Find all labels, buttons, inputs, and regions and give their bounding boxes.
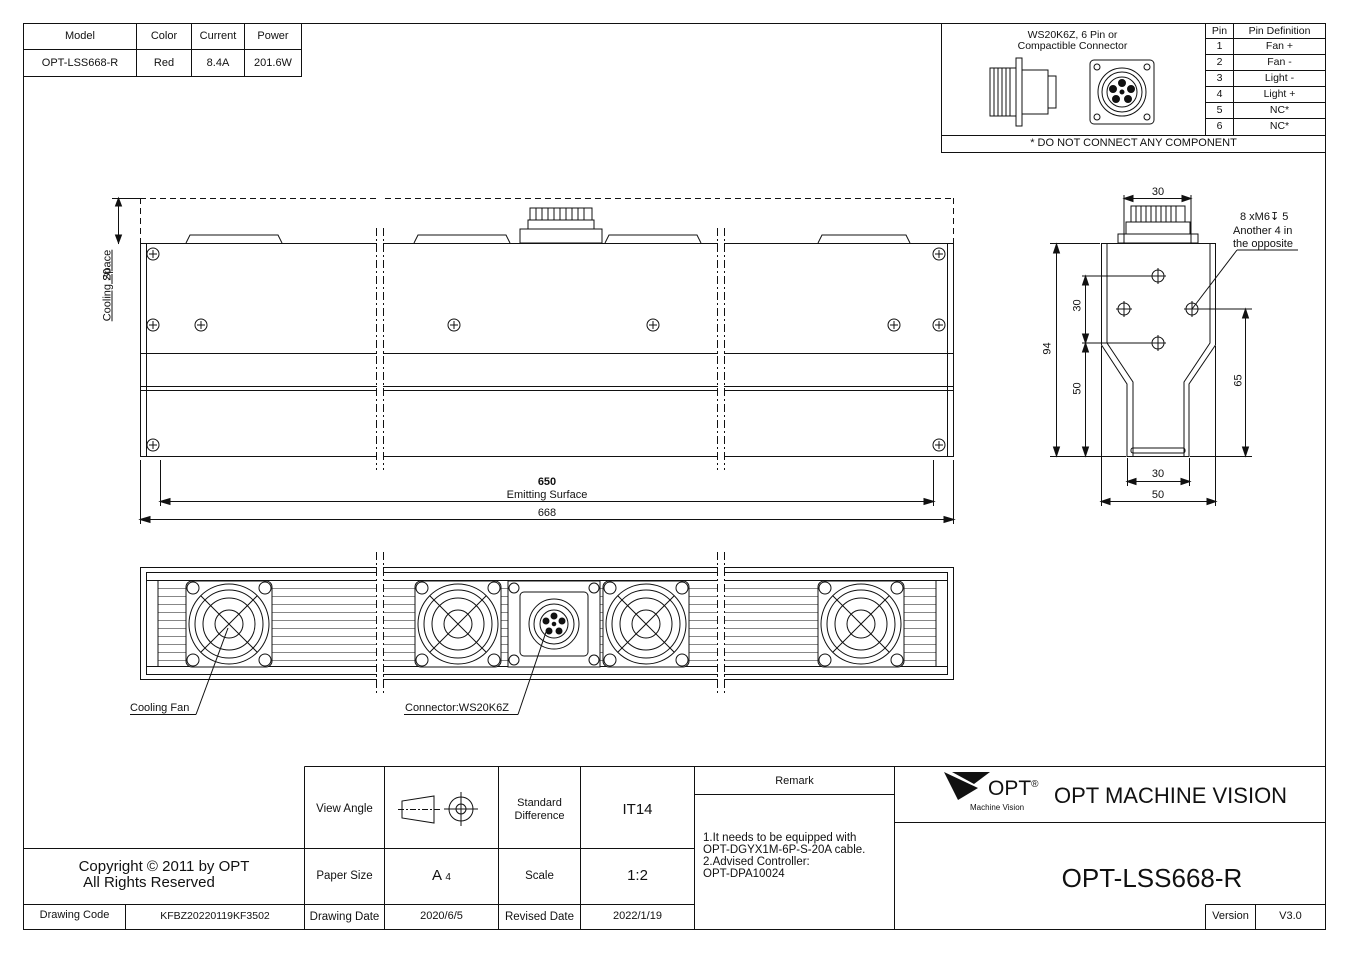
hole-note-1: 8 xM6↧ 5 bbox=[1240, 211, 1289, 223]
connector-title-1: WS20K6Z, 6 Pin or bbox=[1027, 29, 1118, 41]
pin-definition: Light + bbox=[1263, 88, 1296, 100]
pin-definition: Fan - bbox=[1267, 56, 1292, 68]
bottom-view-leaders bbox=[130, 627, 547, 715]
side-lower-height: 50 bbox=[1071, 382, 1084, 395]
brand-wordmark: OPT® bbox=[988, 777, 1039, 800]
pin-definition: NC* bbox=[1269, 104, 1290, 116]
connector-table bbox=[941, 23, 1326, 153]
spec-value-current: 8.4A bbox=[206, 57, 230, 69]
side-height-total: 94 bbox=[1041, 342, 1054, 355]
bottom-connector bbox=[507, 580, 601, 668]
drawing-code-label: Drawing Code bbox=[39, 909, 110, 921]
dim-cooling-space bbox=[112, 196, 140, 245]
pin-number: 4 bbox=[1216, 88, 1223, 100]
remark-line-2: OPT-DGYX1M-6P-S-20A cable. bbox=[703, 844, 866, 856]
paper-size-label: Paper Size bbox=[316, 870, 373, 882]
spec-table bbox=[23, 23, 302, 77]
remark-label: Remark bbox=[775, 775, 814, 787]
company-name: OPT MACHINE VISION bbox=[1054, 783, 1288, 808]
remark-line-1: 1.It needs to be equipped with bbox=[703, 832, 857, 844]
side-right-height: 65 bbox=[1232, 374, 1245, 387]
spec-header-model: Model bbox=[65, 30, 95, 42]
emitting-surface-label: Emitting Surface bbox=[506, 489, 588, 501]
spec-header-color: Color bbox=[150, 30, 178, 42]
connector-face-illustration bbox=[1089, 59, 1155, 125]
pin-definition: Fan + bbox=[1265, 40, 1294, 52]
pin-number: 2 bbox=[1216, 56, 1223, 68]
cooling-fan-label: Cooling Fan bbox=[130, 702, 190, 714]
side-bottom-outer: 50 bbox=[1151, 489, 1165, 501]
copyright-line-1: Copyright © 2011 by OPT bbox=[78, 858, 250, 875]
spec-value-power: 201.6W bbox=[254, 57, 292, 69]
third-angle-projection-symbol bbox=[398, 792, 478, 826]
hole-note-2: Another 4 in bbox=[1233, 225, 1293, 237]
side-view bbox=[1082, 195, 1298, 457]
connector-label: Connector:WS20K6Z bbox=[405, 702, 509, 714]
drawing-code: KFBZ20220119KF3502 bbox=[160, 910, 270, 922]
standard-difference-value: IT14 bbox=[622, 801, 653, 818]
copyright-line-2: All Rights Reserved bbox=[83, 874, 215, 891]
front-view bbox=[140, 198, 954, 457]
spec-value-color: Red bbox=[153, 57, 175, 69]
remark-line-3: 2.Advised Controller: bbox=[703, 856, 810, 868]
paper-size-number: 4 bbox=[445, 872, 451, 883]
drawing-date: 2020/6/5 bbox=[420, 910, 463, 922]
pin-definition: NC* bbox=[1269, 120, 1290, 132]
connector-side-illustration bbox=[989, 57, 1057, 127]
paper-size-letter: A bbox=[432, 867, 442, 884]
side-top-width: 30 bbox=[1151, 186, 1165, 198]
cooling-fan-4 bbox=[817, 580, 905, 668]
remark-line-4: OPT-DPA10024 bbox=[703, 868, 785, 880]
side-bottom-inner: 30 bbox=[1151, 468, 1165, 480]
opt-logo-mark bbox=[944, 772, 990, 800]
break-marks-bottom bbox=[376, 552, 725, 694]
version-label: Version bbox=[1212, 910, 1249, 922]
model-number: OPT-LSS668-R bbox=[1061, 863, 1243, 893]
pin-number: 1 bbox=[1216, 40, 1223, 52]
version-value: V3.0 bbox=[1279, 910, 1302, 922]
pin-header: Pin bbox=[1211, 25, 1228, 37]
pin-number: 3 bbox=[1216, 72, 1223, 84]
cooling-fan-2 bbox=[414, 580, 502, 668]
cooling-space-label: Cooling Space bbox=[101, 249, 114, 322]
hole-note-3: the opposite bbox=[1233, 238, 1293, 250]
brand-subtitle: Machine Vision bbox=[970, 803, 1025, 812]
view-angle-label: View Angle bbox=[316, 803, 373, 815]
drawing-date-label: Drawing Date bbox=[309, 911, 380, 923]
cooling-fan-1 bbox=[185, 580, 273, 668]
spec-value-model: OPT-LSS668-R bbox=[41, 57, 119, 69]
cooling-fan-3 bbox=[602, 580, 690, 668]
dim-front-width bbox=[138, 460, 956, 524]
side-view-dimensions bbox=[1050, 194, 1252, 506]
revised-date: 2022/1/19 bbox=[613, 910, 662, 922]
scale-label: Scale bbox=[525, 870, 554, 882]
standard-difference-label-2: Difference bbox=[514, 810, 565, 822]
scale-value: 1:2 bbox=[627, 867, 648, 884]
overall-length-dimension: 668 bbox=[537, 507, 557, 519]
break-gaps-bottom bbox=[377, 562, 724, 686]
screw-heads-front bbox=[146, 247, 946, 452]
title-block bbox=[23, 766, 1326, 930]
break-marks-front bbox=[376, 228, 725, 470]
revised-date-label: Revised Date bbox=[504, 911, 575, 923]
brand-name: OPT bbox=[988, 777, 1032, 800]
paper-size-value: A 4 bbox=[385, 868, 498, 886]
spec-header-current: Current bbox=[199, 30, 237, 42]
side-hole-spacing: 30 bbox=[1071, 299, 1084, 312]
pin-definition-header: Pin Definition bbox=[1248, 25, 1311, 37]
pin-number: 5 bbox=[1216, 104, 1223, 116]
connector-title-2: Compactible Connector bbox=[1017, 40, 1128, 52]
break-gaps-front bbox=[377, 237, 724, 462]
emitting-dimension: 650 bbox=[537, 476, 557, 488]
connector-note: * DO NOT CONNECT ANY COMPONENT bbox=[1030, 137, 1237, 149]
standard-difference-label-1: Standard bbox=[517, 797, 562, 809]
spec-header-power: Power bbox=[257, 30, 289, 42]
pin-number: 6 bbox=[1216, 120, 1223, 132]
pin-definition: Light - bbox=[1264, 72, 1295, 84]
drawing-frame bbox=[23, 23, 1326, 930]
